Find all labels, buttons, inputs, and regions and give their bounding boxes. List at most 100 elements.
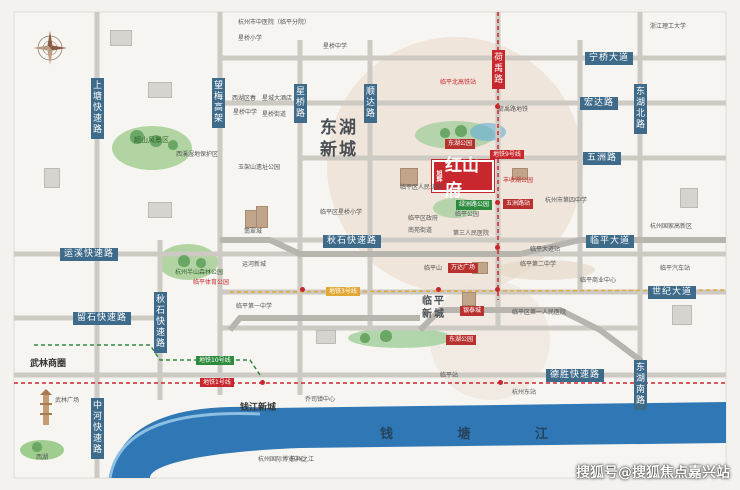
road-donghunan: 东湖南路 — [634, 360, 647, 410]
building-icon — [316, 330, 336, 344]
building-icon — [110, 30, 132, 46]
building-icon — [44, 168, 60, 188]
metro-station-icon — [495, 245, 500, 250]
road-tiyu: 顺达路 — [364, 84, 377, 123]
poi-label: 丰收湖公园 — [503, 177, 534, 184]
road-qiushi-v: 秋石快速路 — [154, 292, 167, 353]
metro-line-10 — [34, 344, 261, 376]
building-icon — [672, 305, 692, 325]
metro-line-9-label: 地铁9号线 — [490, 150, 524, 159]
road-xingqiao: 星桥路 — [294, 84, 307, 123]
poi-label: 乔司镇中心 — [305, 396, 336, 403]
pagoda-icon — [40, 389, 52, 425]
tree-icon — [150, 135, 162, 147]
road-donghu-dadao: 五洲路 — [583, 152, 622, 165]
poi-label: 临平第一中学 — [236, 303, 273, 310]
metro-line-3 — [229, 289, 727, 293]
building-icon — [512, 168, 528, 180]
poi-label: 玉架山遗址公园 — [238, 164, 281, 171]
poi-label: 杭州东站 — [512, 389, 537, 396]
poi-label: 临平山 — [424, 265, 443, 272]
poi-tag: 银泰城 — [460, 306, 485, 316]
lake-donghu — [470, 123, 506, 141]
road-wangmei: 望梅高架 — [212, 78, 225, 128]
project-marker[interactable]: 旭辉 红山府 — [432, 156, 494, 201]
poi-label: 杭州国家高新区 — [650, 223, 693, 230]
metro-line-3-label: 地铁3号线 — [326, 287, 360, 296]
poi-label: 星桥中学 — [233, 109, 258, 116]
building-icon — [462, 292, 476, 306]
poi-label: 荷禹路地铁 — [498, 106, 529, 113]
tree-icon — [440, 128, 450, 138]
poi-label: 临平公园 — [455, 211, 480, 218]
building-icon — [256, 206, 268, 228]
poi-label: 临平大道站 — [530, 246, 561, 253]
project-prefix: 旭辉 — [435, 170, 442, 182]
poi-label: 杭州市第四中学 — [545, 197, 588, 204]
poi-label: 临平站 — [440, 372, 459, 379]
park-chaoshan — [112, 126, 192, 170]
poi-label: 临平区第一人民医院 — [512, 309, 567, 316]
poi-label: 南苑街道 — [408, 227, 433, 234]
road-desheng: 德胜快速路 — [546, 369, 605, 382]
tree-icon — [168, 140, 178, 150]
road-linping: 临平大道 — [586, 235, 635, 248]
road-zhonghe: 中河快速路 — [91, 398, 104, 459]
poi-tag: 五洲路站 — [503, 199, 534, 209]
road-shiji: 世纪大道 — [648, 286, 697, 299]
poi-label: 翡翠城 — [244, 228, 263, 235]
district-donghu: 东湖 新城 — [320, 118, 358, 161]
building-icon — [148, 82, 172, 98]
poi-label: 西湖 — [36, 454, 49, 461]
metro-station-icon — [495, 287, 500, 292]
poi-label: 星桥中学 — [323, 43, 348, 50]
poi-label: 第三人民医院 — [453, 230, 490, 237]
poi-label: 西湖区春 — [232, 95, 257, 102]
poi-label: 杭州市中医院（临平分院） — [238, 19, 311, 26]
metro-station-icon — [498, 380, 503, 385]
tree-icon — [32, 442, 42, 452]
qiantang-river — [110, 402, 726, 478]
road-shangtang: 上塘快速路 — [91, 78, 104, 139]
poi-label: 星桥小学 — [238, 35, 263, 42]
metro-line-1-label: 地铁1号线 — [200, 378, 234, 387]
poi-label: 临平商业中心 — [580, 277, 617, 284]
poi-label: 武林广场 — [55, 397, 80, 404]
road-yunhe: 运溪快速路 — [60, 248, 119, 261]
poi-tag: 东湖公园 — [446, 335, 477, 345]
metro-station-icon — [300, 287, 305, 292]
road-liushi: 留石快速路 — [73, 312, 132, 325]
district-qianjiang: 钱江新城 — [240, 403, 277, 413]
poi-label: 临平区人民法院 — [400, 184, 443, 191]
poi-label: 临平区政府 — [408, 215, 439, 222]
poi-label: 临平北高铁站 — [440, 79, 477, 86]
poi-label: 运河新城 — [242, 261, 267, 268]
tree-icon — [360, 333, 370, 343]
metro-station-icon — [495, 104, 500, 109]
building-icon — [148, 202, 172, 218]
tree-icon — [196, 258, 206, 268]
poi-label: 超山风景区 — [134, 136, 169, 144]
metro-station-icon — [495, 200, 500, 205]
tree-icon — [178, 255, 190, 267]
tree-icon — [130, 130, 144, 144]
park-east — [348, 328, 452, 348]
poi-label: 浙江理工大学 — [650, 23, 687, 30]
road-heliang: 荷禹路 — [492, 50, 505, 89]
poi-tag: 东湖公园 — [445, 139, 476, 149]
project-name: 红山府 — [445, 156, 479, 201]
poi-label: 临平汽车站 — [660, 265, 691, 272]
road-ningjia: 宁桥大道 — [585, 52, 634, 65]
compass-rose-icon — [33, 31, 67, 65]
poi-label: 临平区星桥小学 — [320, 209, 363, 216]
poi-label: 星桥街道 — [262, 111, 287, 118]
poi-label: 临平体育公园 — [193, 279, 230, 286]
watermark: 搜狐号@搜狐焦点嘉兴站 — [576, 465, 730, 481]
poi-label: 临平第二中学 — [520, 261, 557, 268]
poi-label: 杭州之江 — [290, 456, 315, 463]
poi-tag: 绿洲路公园 — [456, 200, 493, 210]
metro-line-10-label: 地铁10号线 — [196, 356, 234, 365]
metro-station-icon — [260, 380, 265, 385]
metro-station-icon — [436, 287, 441, 292]
